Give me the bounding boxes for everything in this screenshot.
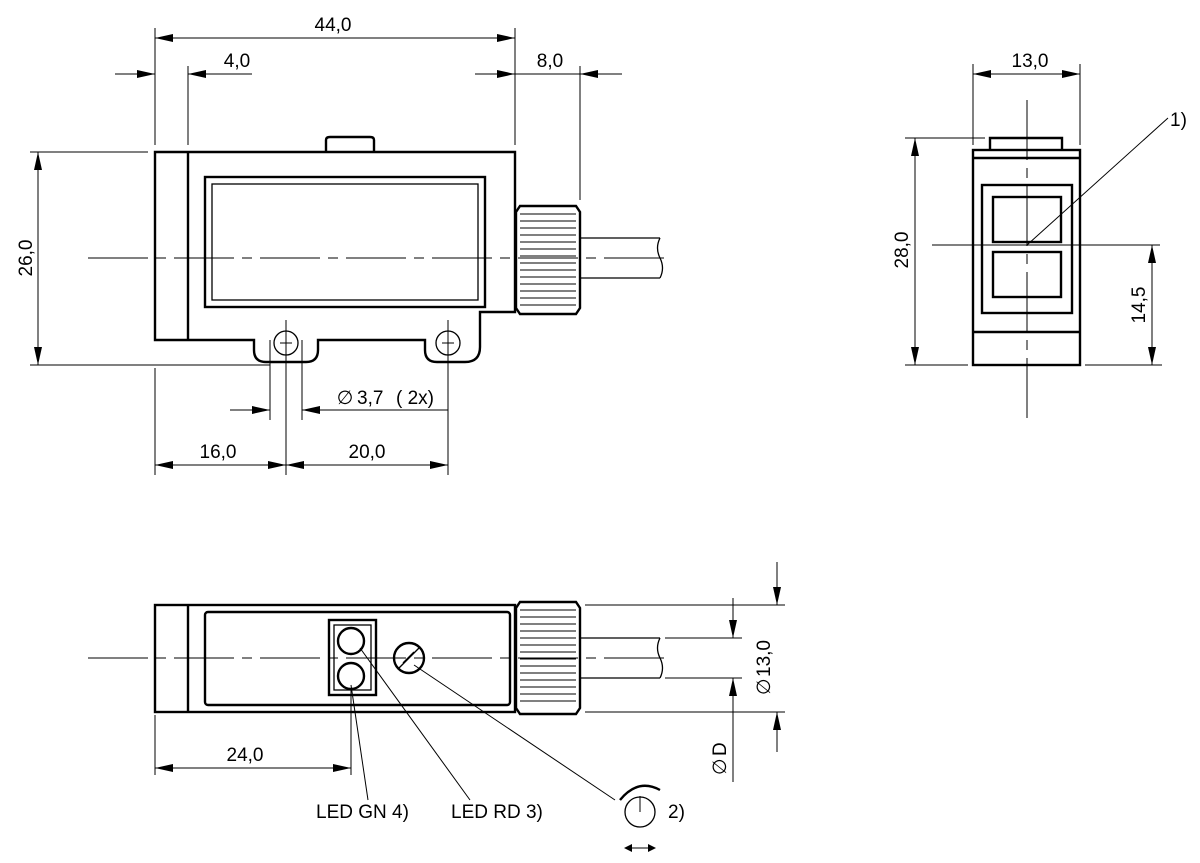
dim-hole-offset: 16,0 (200, 442, 237, 463)
dim-led-offset: 24,0 (227, 745, 264, 766)
front-view (88, 135, 672, 364)
front-window-inner (211, 183, 479, 301)
side-view (932, 100, 1169, 420)
top-view (88, 600, 672, 852)
dim-optical-axis-height: 14,5 (1129, 287, 1150, 324)
dim-side-height: 28,0 (892, 232, 913, 269)
dim-connector-diameter: 13,0 (754, 640, 775, 677)
leader-potentiometer (413, 664, 616, 801)
connector-diameter-symbol: ∅ (754, 678, 775, 695)
rotation-symbol (619, 784, 661, 852)
dim-hole-spacing: 20,0 (349, 442, 386, 463)
callout-optical-axis: 1) (1170, 110, 1187, 131)
dim-hole-count: ( 2x) (396, 388, 434, 409)
side-view-dimensions (905, 64, 1162, 366)
dim-cable-diameter: D (710, 742, 731, 756)
front-housing-outline (153, 150, 517, 364)
led-red (336, 626, 366, 656)
led-green (336, 661, 366, 691)
side-top-tab (988, 136, 1064, 150)
callout-led-green: LED GN 4) (316, 802, 409, 823)
leader-optical-axis (1026, 117, 1169, 246)
cable-diameter-symbol: ∅ (710, 758, 731, 775)
top-view-dimensions (154, 562, 785, 782)
callout-potentiometer: 2) (668, 802, 685, 823)
dim-connector-length: 8,0 (537, 51, 563, 72)
front-connector (514, 204, 582, 316)
top-connector (514, 600, 582, 716)
leader-led-red (359, 647, 471, 801)
dim-overall-length: 44,0 (315, 15, 352, 36)
front-top-tab (324, 135, 376, 152)
front-window-outer (203, 175, 487, 309)
front-view-dimensions (30, 28, 622, 475)
dim-left-offset: 4,0 (224, 51, 250, 72)
dim-hole-diameter: 3,7 (357, 388, 383, 409)
callout-led-red: LED RD 3) (451, 802, 543, 823)
hole-diameter-symbol: ∅ (337, 388, 354, 409)
dim-height: 26,0 (16, 240, 37, 277)
leader-led-green (350, 684, 369, 801)
dim-side-width: 13,0 (1012, 51, 1049, 72)
